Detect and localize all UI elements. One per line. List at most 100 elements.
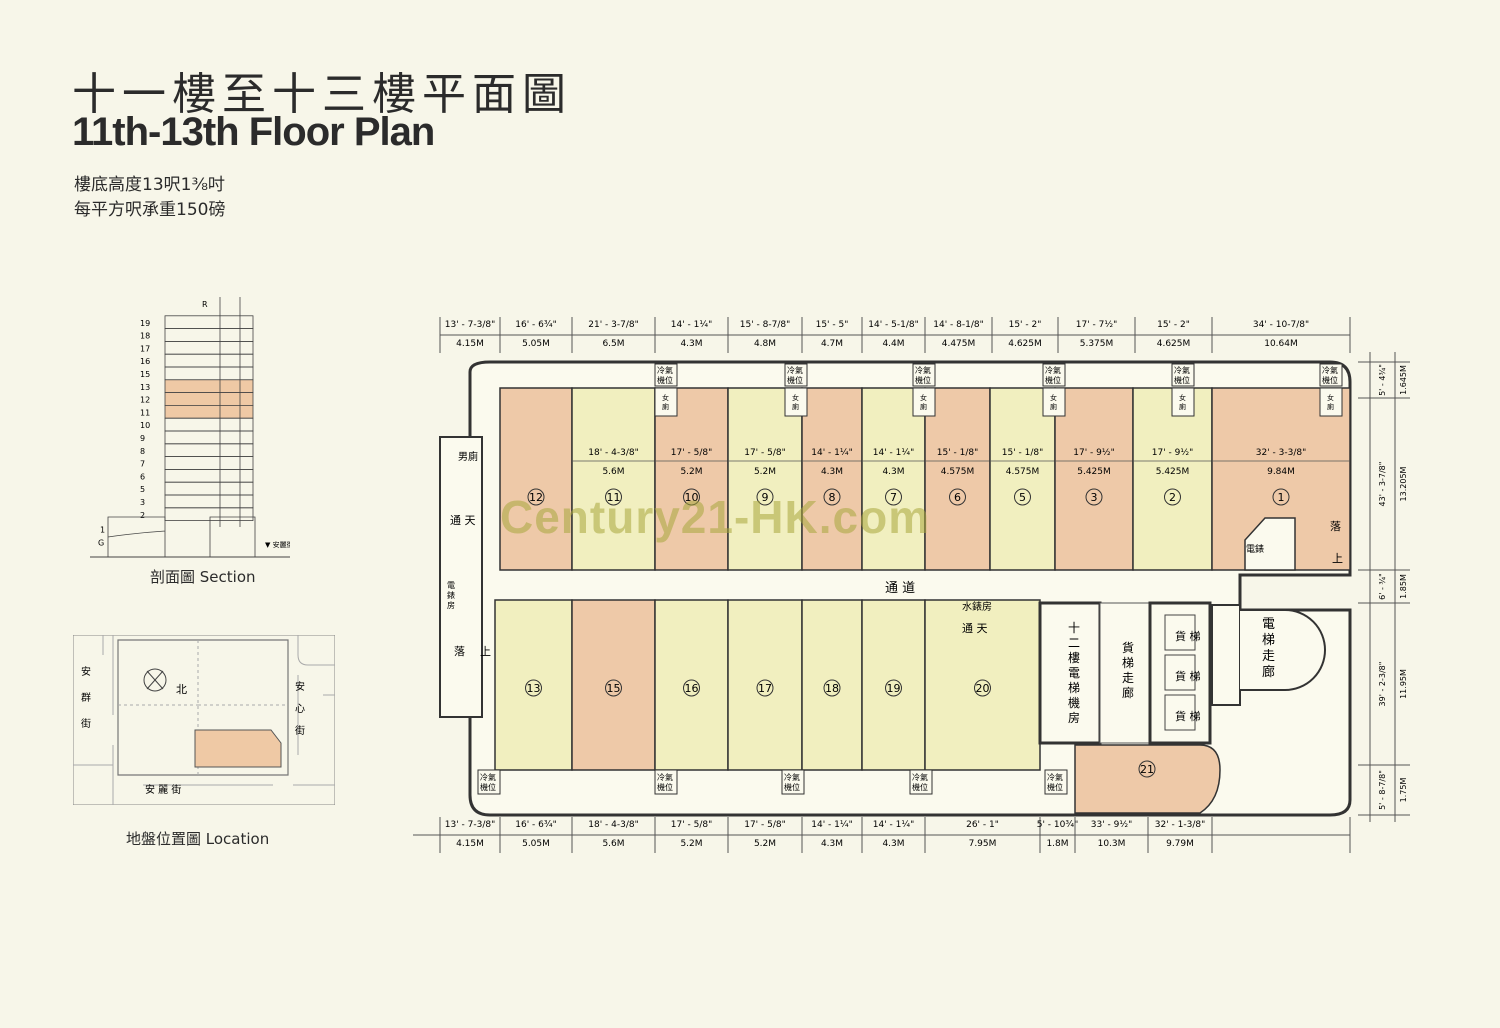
- unit-number-1: 1: [1278, 491, 1285, 504]
- ac-plant-south-label2-0: 機位: [480, 782, 496, 792]
- dim-top-ft-3: 14' - 1¼": [671, 320, 712, 330]
- unit-number-circle-10: [683, 488, 700, 506]
- unit-number-18: 18: [825, 682, 839, 695]
- ac-plant-label2-4: 機位: [1174, 375, 1190, 385]
- ac-plant-2: [912, 363, 936, 387]
- dim-top-ft-6: 14' - 5-1/8": [868, 320, 919, 330]
- dim-top-m-11: 10.64M: [1264, 339, 1298, 349]
- ac-plant-south-2: [781, 769, 805, 795]
- unit-3-width-ft: 17' - 9½": [1073, 448, 1114, 458]
- ac-plant-south-1: [654, 769, 678, 795]
- stair-down-label: 落: [1330, 520, 1341, 533]
- dim-top-ft-9: 17' - 7½": [1076, 320, 1117, 330]
- unit-12: [499, 387, 573, 571]
- female-wc-label-5: 女廁: [1327, 393, 1334, 411]
- dim-top-m-7: 4.475M: [942, 339, 976, 349]
- ac-plant-south-label2-4: 機位: [1047, 782, 1063, 792]
- unit-11-width-m: 5.6M: [602, 467, 624, 477]
- unit-6-width-m: 4.575M: [941, 467, 975, 477]
- unit-number-15: 15: [607, 682, 621, 695]
- female-wc-2: [912, 387, 936, 417]
- unit-number-circle-11: [605, 488, 622, 506]
- unit-6-width-ft: 15' - 1/8": [937, 448, 979, 458]
- section-floor-17: 17: [140, 344, 150, 353]
- section-floor-8: 8: [140, 447, 145, 456]
- female-wc-3: [1042, 387, 1066, 417]
- unit-number-circle-16: [683, 679, 700, 697]
- dim-top-ft-2: 21' - 3-7/8": [588, 320, 639, 330]
- ac-plant-south-label-0: 冷氣: [480, 772, 496, 782]
- section-floor-11: 11: [140, 408, 150, 417]
- section-floor-10: 10: [140, 421, 150, 430]
- unit-11: [571, 387, 656, 571]
- female-wc-label-2: 女廁: [920, 393, 927, 411]
- elec-room-label-west: 電錶房: [447, 581, 455, 610]
- ac-plant-label2-1: 機位: [787, 375, 803, 385]
- unit-7-width-m: 4.3M: [882, 467, 904, 477]
- ac-plant-label-4: 冷氣: [1174, 365, 1190, 375]
- unit-number-11: 11: [607, 491, 621, 504]
- unit-9-width-ft: 17' - 5/8": [744, 448, 786, 458]
- goods-lift-3: 貨 梯: [1175, 709, 1201, 723]
- ac-plant-label2-0: 機位: [657, 375, 673, 385]
- unit-number-circle-17: [756, 679, 774, 697]
- ac-plant-0: [654, 363, 678, 387]
- dim-bottom-ft-10: 32' - 1-3/8": [1155, 820, 1206, 830]
- ac-plant-south-label2-1: 機位: [657, 782, 673, 792]
- section-floor-2: 2: [140, 511, 145, 520]
- ac-plant-south-3: [909, 769, 933, 795]
- dim-right-m-4: 1.75M: [1399, 778, 1408, 803]
- unit-7-width-ft: 14' - 1¼": [873, 448, 914, 458]
- dim-right-ft-3: 39' - 2-3/8": [1378, 662, 1387, 707]
- unit-number-12: 12: [529, 491, 543, 504]
- female-wc-1: [784, 387, 808, 417]
- unit-number-7: 7: [890, 491, 897, 504]
- unit-number-circle-2: [1164, 488, 1181, 506]
- corridor-label: 通 道: [885, 581, 915, 596]
- dim-right-m-3: 11.95M: [1399, 669, 1408, 699]
- dim-bottom-m-8: 1.8M: [1046, 839, 1068, 849]
- ac-plant-south-label-4: 冷氣: [1047, 772, 1063, 782]
- unit-number-17: 17: [758, 682, 772, 695]
- dim-top-m-9: 5.375M: [1080, 339, 1114, 349]
- unit-number-circle-21: [1138, 760, 1156, 778]
- unit-17: [727, 599, 803, 771]
- ac-plant-south-label-2: 冷氣: [784, 772, 800, 782]
- section-floor-R: R: [202, 300, 208, 309]
- unit-number-circle-7: [885, 488, 902, 506]
- dim-right-ft-4: 5' - 8-7/8": [1378, 770, 1387, 810]
- ac-plant-3: [1042, 363, 1066, 387]
- unit-5-width-m: 4.575M: [1006, 467, 1040, 477]
- unit-1-width-ft: 32' - 3-3/8": [1256, 448, 1307, 458]
- unit-3: [1054, 387, 1134, 571]
- unit-10-width-m: 5.2M: [680, 467, 702, 477]
- unit-number-21: 21: [1140, 763, 1154, 776]
- page-title-english: 11th-13th Floor Plan: [72, 110, 435, 154]
- dim-bottom-m-5: 4.3M: [821, 839, 843, 849]
- dim-bottom-ft-4: 17' - 5/8": [744, 820, 786, 830]
- dim-top-ft-5: 15' - 5": [816, 320, 849, 330]
- unit-number-circle-12: [527, 488, 545, 506]
- dim-bottom-m-10: 9.79M: [1166, 839, 1194, 849]
- unit-9: [727, 387, 803, 571]
- water-meter-room-label: 水錶房: [962, 600, 992, 613]
- unit-20: [924, 599, 1041, 771]
- unit-number-8: 8: [829, 491, 836, 504]
- unit-10: [654, 387, 729, 571]
- unit-8-width-m: 4.3M: [821, 467, 843, 477]
- location-caption: 地盤位置圖 Location: [126, 830, 270, 848]
- ac-plant-label-2: 冷氣: [915, 365, 931, 375]
- goods-lift-1: 貨 梯: [1175, 629, 1201, 643]
- dim-bottom-m-6: 4.3M: [882, 839, 904, 849]
- dim-top-ft-4: 15' - 8-7/8": [740, 320, 791, 330]
- dim-top-ft-10: 15' - 2": [1157, 320, 1190, 330]
- unit-number-13: 13: [527, 682, 541, 695]
- dim-bottom-ft-7: 26' - 1": [966, 820, 999, 830]
- female-wc-label-0: 女廁: [662, 393, 669, 411]
- ac-plant-label2-5: 機位: [1322, 375, 1338, 385]
- unit-number-6: 6: [954, 491, 961, 504]
- shaft-label: 通 天: [450, 514, 476, 527]
- section-floor-9: 9: [140, 434, 145, 443]
